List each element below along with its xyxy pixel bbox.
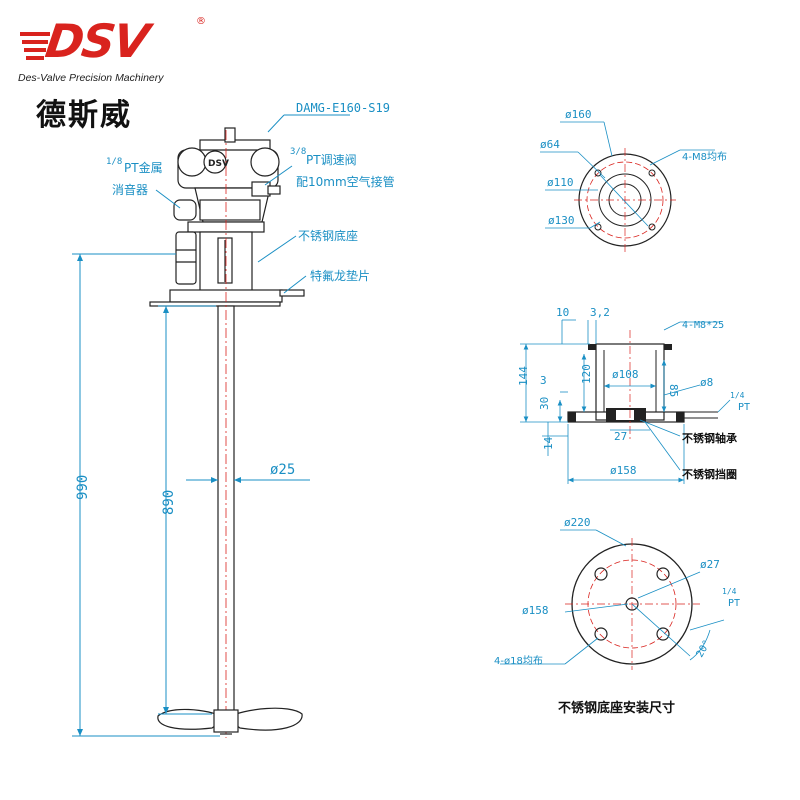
shaft-diameter-label: ø25 [270,462,295,478]
top-holes: 4-M8均布 [682,151,727,163]
muffler [173,199,197,221]
shaft-length-label: 890 [161,490,177,515]
base-angle: 20° [695,638,714,659]
sec-dim-10: 10 [556,306,569,319]
sec-dim-3-2: 3,2 [590,306,610,319]
bearing-label: 不锈钢轴承 [682,431,738,445]
gasket-label: 特氟龙垫片 [310,268,370,283]
sec-d108: ø108 [612,368,639,381]
mixer-assembly [149,127,305,738]
sec-dim-30: 30 [538,397,551,410]
valve-label-2: 配10mm空气接管 [296,174,395,189]
propeller-blade-right [224,707,303,731]
sec-dim-27: 27 [614,430,627,443]
sec-d158: ø158 [610,464,637,477]
muffler-fraction: 1/8 [106,157,122,167]
muffler-label-1: PT金属 [124,160,163,175]
sec-pt: PT [738,402,750,413]
sec-holes: 4-M8*25 [682,320,724,331]
top-d130: ø130 [548,214,575,227]
logo-chinese-name: 德斯威 [36,98,132,133]
sec-d8: ø8 [700,376,713,389]
filter-cup [175,231,197,285]
speed-valve [251,181,271,197]
base-d27: ø27 [700,558,720,571]
base-pt: PT [728,598,740,609]
sec-dim-144: 144 [517,366,530,386]
logo: DSV ® Des-Valve Precision Machinery 德斯威 [18,14,218,133]
logo-registered-mark: ® [196,16,206,27]
total-length-label: 990 [75,475,91,500]
muffler-label-2: 消音器 [112,182,148,197]
logo-speed-lines [20,32,50,60]
sec-dim-14: 14 [542,436,555,450]
section-view [520,319,731,484]
logo-tagline: Des-Valve Precision Machinery [18,72,164,84]
base-view [500,529,725,670]
top-d160: ø160 [565,108,592,121]
top-d110: ø110 [547,176,574,189]
top-view [540,121,715,252]
base-d220: ø220 [564,516,591,529]
retainer-label: 不锈钢挡圈 [682,467,737,481]
top-d64: ø64 [540,138,560,151]
base-holes: 4-ø18均布 [494,655,543,667]
sec-dim-120: 120 [580,364,593,384]
motor-badge-text: DSV [208,159,229,169]
sec-dim-3: 3 [540,374,547,387]
base-label: 不锈钢底座 [298,228,358,243]
valve-label-1: PT调速阀 [306,153,357,167]
propeller-hub [213,709,239,733]
base-d158: ø158 [522,604,549,617]
base-fraction: 1/4 [722,587,737,596]
base-caption: 不锈钢底座安装尺寸 [558,700,675,716]
model-label: DAMG-E160-S19 [296,101,390,115]
sec-fraction: 1/4 [730,391,745,400]
valve-fraction: 3/8 [290,147,306,157]
sec-dim-85: 85 [667,384,680,397]
